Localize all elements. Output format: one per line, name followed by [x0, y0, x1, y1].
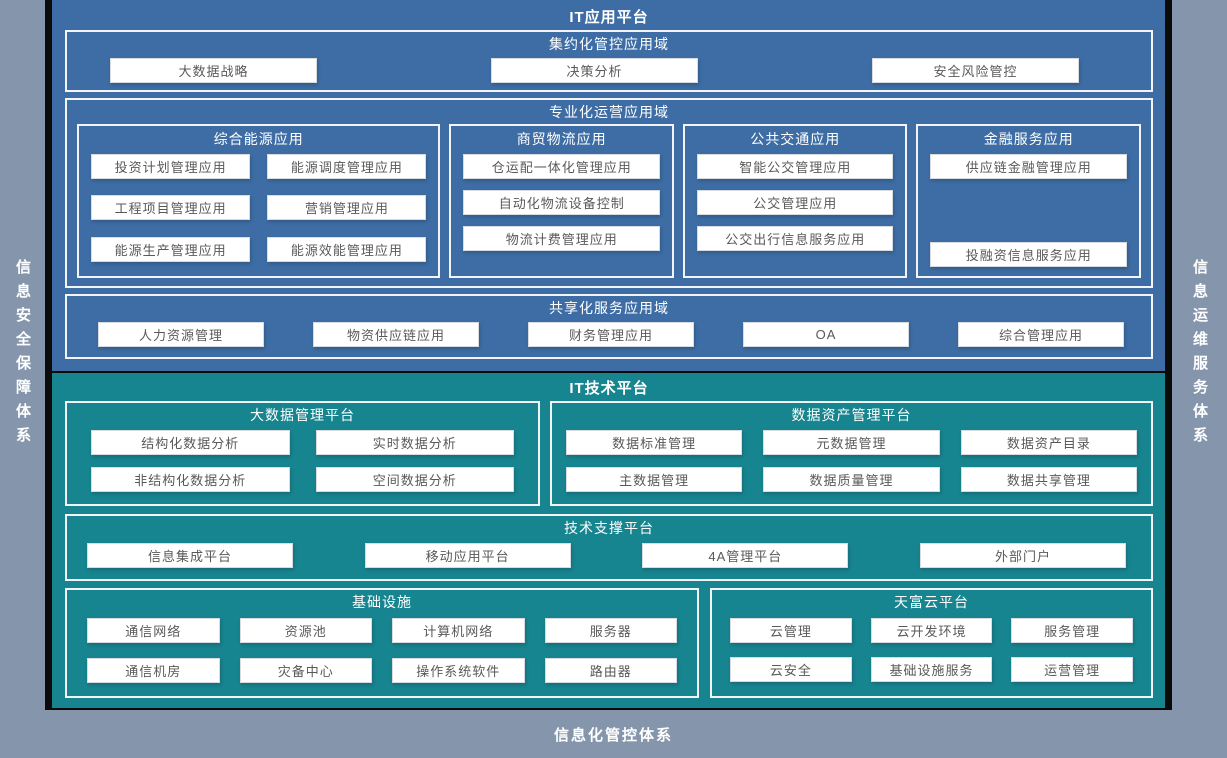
tech-item: 服务管理 — [1011, 618, 1133, 643]
tech-item: 灾备中心 — [239, 657, 372, 683]
group-data-asset-platform: 数据资产管理平台 数据标准管理 元数据管理 数据资产目录 主数据管理 数据质量管… — [550, 401, 1153, 506]
group-title: 商贸物流应用 — [516, 131, 607, 147]
tech-item: 操作系统软件 — [392, 657, 525, 683]
panel-it-tech-platform: IT技术平台 大数据管理平台 结构化数据分析 实时数据分析 非结构化数据分析 空… — [52, 371, 1165, 710]
group-infrastructure: 基础设施 通信网络 资源池 计算机网络 服务器 通信机房 灾备中心 操作系统软件… — [65, 588, 699, 698]
tech-item: 资源池 — [239, 618, 372, 643]
tech-item: 外部门户 — [919, 543, 1126, 568]
group-tech-support-platform: 技术支撑平台 信息集成平台 移动应用平台 4A管理平台 外部门户 — [65, 514, 1153, 581]
tech-item: 信息集成平台 — [87, 543, 293, 568]
tech-item: 数据质量管理 — [763, 467, 940, 492]
group-items: 智能公交管理应用 公交管理应用 公交出行信息服务应用 — [685, 152, 906, 276]
section-specialized-operation: 专业化运营应用域 综合能源应用 投资计划管理应用 能源调度管理应用 工程项目管理… — [65, 98, 1153, 288]
app-item: 能源效能管理应用 — [267, 236, 427, 262]
group-bigdata-platform: 大数据管理平台 结构化数据分析 实时数据分析 非结构化数据分析 空间数据分析 — [65, 401, 540, 506]
tech-item: 移动应用平台 — [364, 543, 571, 568]
group-items: 结构化数据分析 实时数据分析 非结构化数据分析 空间数据分析 — [67, 427, 538, 504]
group-items: 供应链金融管理应用 投融资信息服务应用 — [918, 152, 1139, 276]
left-divider-stripe — [45, 0, 52, 710]
tech-item: 云管理 — [730, 618, 852, 643]
tech-item: 路由器 — [544, 657, 677, 683]
app-item: 公交管理应用 — [696, 190, 894, 215]
app-item: 物流计费管理应用 — [463, 226, 660, 251]
tech-item: 运营管理 — [1011, 657, 1133, 682]
app-item: 公交出行信息服务应用 — [696, 226, 894, 251]
app-item: 投资计划管理应用 — [91, 154, 251, 179]
app-item: 安全风险管控 — [872, 58, 1079, 83]
right-divider-stripe — [1165, 0, 1172, 710]
tech-row-infrastructure: 基础设施 通信网络 资源池 计算机网络 服务器 通信机房 灾备中心 操作系统软件… — [65, 588, 1153, 698]
group-title: 技术支撑平台 — [564, 520, 654, 536]
tech-item: 计算机网络 — [392, 618, 525, 643]
bottom-bar-label: 信息化管控体系 — [553, 726, 673, 744]
group-items: 云管理 云开发环境 服务管理 云安全 基础设施服务 运营管理 — [712, 614, 1151, 696]
tech-item: 云开发环境 — [870, 618, 993, 643]
group-title: 数据资产管理平台 — [791, 407, 912, 423]
app-item: 能源调度管理应用 — [267, 154, 427, 179]
tech-item: 数据标准管理 — [566, 430, 743, 455]
it-tech-platform-title: IT技术平台 — [569, 380, 649, 397]
group-public-transport: 公共交通应用 智能公交管理应用 公交管理应用 公交出行信息服务应用 — [682, 124, 908, 278]
app-item: OA — [743, 322, 909, 347]
panel-it-app-platform: IT应用平台 集约化管控应用域 大数据战略 决策分析 安全风险管控 专业化运营应… — [52, 0, 1165, 371]
tech-item: 非结构化数据分析 — [91, 467, 290, 492]
section-title: 集约化管控应用域 — [549, 36, 669, 52]
app-item: 物资供应链应用 — [313, 322, 479, 347]
tech-item: 4A管理平台 — [642, 543, 849, 568]
main-content: IT应用平台 集约化管控应用域 大数据战略 决策分析 安全风险管控 专业化运营应… — [52, 0, 1165, 710]
group-trade-logistics: 商贸物流应用 仓运配一体化管理应用 自动化物流设备控制 物流计费管理应用 — [449, 124, 674, 278]
tech-item: 结构化数据分析 — [91, 430, 290, 455]
group-tianfu-cloud-platform: 天富云平台 云管理 云开发环境 服务管理 云安全 基础设施服务 运营管理 — [710, 588, 1153, 698]
tech-item: 空间数据分析 — [315, 467, 514, 492]
section-title: 共享化服务应用域 — [549, 300, 669, 316]
specialized-groups: 综合能源应用 投资计划管理应用 能源调度管理应用 工程项目管理应用 营销管理应用… — [67, 124, 1151, 286]
app-item: 大数据战略 — [110, 58, 317, 83]
app-item: 智能公交管理应用 — [696, 154, 894, 179]
section-title: 专业化运营应用域 — [549, 104, 669, 120]
group-integrated-energy: 综合能源应用 投资计划管理应用 能源调度管理应用 工程项目管理应用 营销管理应用… — [77, 124, 441, 278]
tech-item: 通信机房 — [87, 657, 220, 683]
tech-item: 基础设施服务 — [870, 657, 993, 682]
group-title: 综合能源应用 — [213, 131, 304, 147]
app-item: 决策分析 — [491, 58, 698, 83]
group-title: 公共交通应用 — [750, 131, 841, 147]
app-item: 营销管理应用 — [267, 195, 427, 221]
tech-item: 通信网络 — [87, 618, 220, 643]
group-title: 大数据管理平台 — [250, 407, 355, 423]
group-title: 天富云平台 — [894, 594, 969, 610]
app-item: 综合管理应用 — [958, 322, 1124, 347]
group-items: 投资计划管理应用 能源调度管理应用 工程项目管理应用 营销管理应用 能源生产管理… — [79, 152, 438, 276]
tech-item: 元数据管理 — [763, 430, 940, 455]
group-title: 金融服务应用 — [983, 131, 1074, 147]
group-items: 仓运配一体化管理应用 自动化物流设备控制 物流计费管理应用 — [451, 152, 672, 276]
app-item: 自动化物流设备控制 — [463, 190, 660, 215]
tech-row-data-platforms: 大数据管理平台 结构化数据分析 实时数据分析 非结构化数据分析 空间数据分析 数… — [65, 401, 1153, 506]
section-centralized-control: 集约化管控应用域 大数据战略 决策分析 安全风险管控 — [65, 30, 1153, 92]
tech-item: 数据资产目录 — [960, 430, 1137, 455]
group-items: 信息集成平台 移动应用平台 4A管理平台 外部门户 — [67, 540, 1151, 579]
tech-item: 云安全 — [730, 657, 852, 682]
centralized-items-row: 大数据战略 决策分析 安全风险管控 — [67, 56, 1151, 90]
section-shared-services: 共享化服务应用域 人力资源管理 物资供应链应用 财务管理应用 OA 综合管理应用 — [65, 294, 1153, 359]
app-item: 能源生产管理应用 — [91, 236, 251, 262]
group-items: 数据标准管理 元数据管理 数据资产目录 主数据管理 数据质量管理 数据共享管理 — [552, 427, 1151, 504]
tech-item: 主数据管理 — [566, 467, 743, 492]
it-app-platform-title: IT应用平台 — [569, 9, 649, 26]
group-financial-services: 金融服务应用 供应链金融管理应用 投融资信息服务应用 — [916, 124, 1141, 278]
tech-item: 数据共享管理 — [960, 467, 1137, 492]
app-item: 供应链金融管理应用 — [930, 154, 1127, 179]
app-item: 投融资信息服务应用 — [930, 242, 1127, 267]
app-item: 工程项目管理应用 — [91, 195, 251, 221]
app-item: 财务管理应用 — [528, 322, 694, 347]
app-item: 仓运配一体化管理应用 — [463, 154, 660, 179]
tech-item: 服务器 — [544, 618, 677, 643]
shared-items-row: 人力资源管理 物资供应链应用 财务管理应用 OA 综合管理应用 — [67, 320, 1151, 357]
right-sidebar-label: 信息运维服务体系 — [1191, 259, 1208, 451]
group-items: 通信网络 资源池 计算机网络 服务器 通信机房 灾备中心 操作系统软件 路由器 — [67, 614, 697, 696]
left-sidebar-label: 信息安全保障体系 — [14, 259, 31, 451]
group-title: 基础设施 — [352, 594, 412, 610]
app-item: 人力资源管理 — [98, 322, 264, 347]
tech-item: 实时数据分析 — [315, 430, 514, 455]
